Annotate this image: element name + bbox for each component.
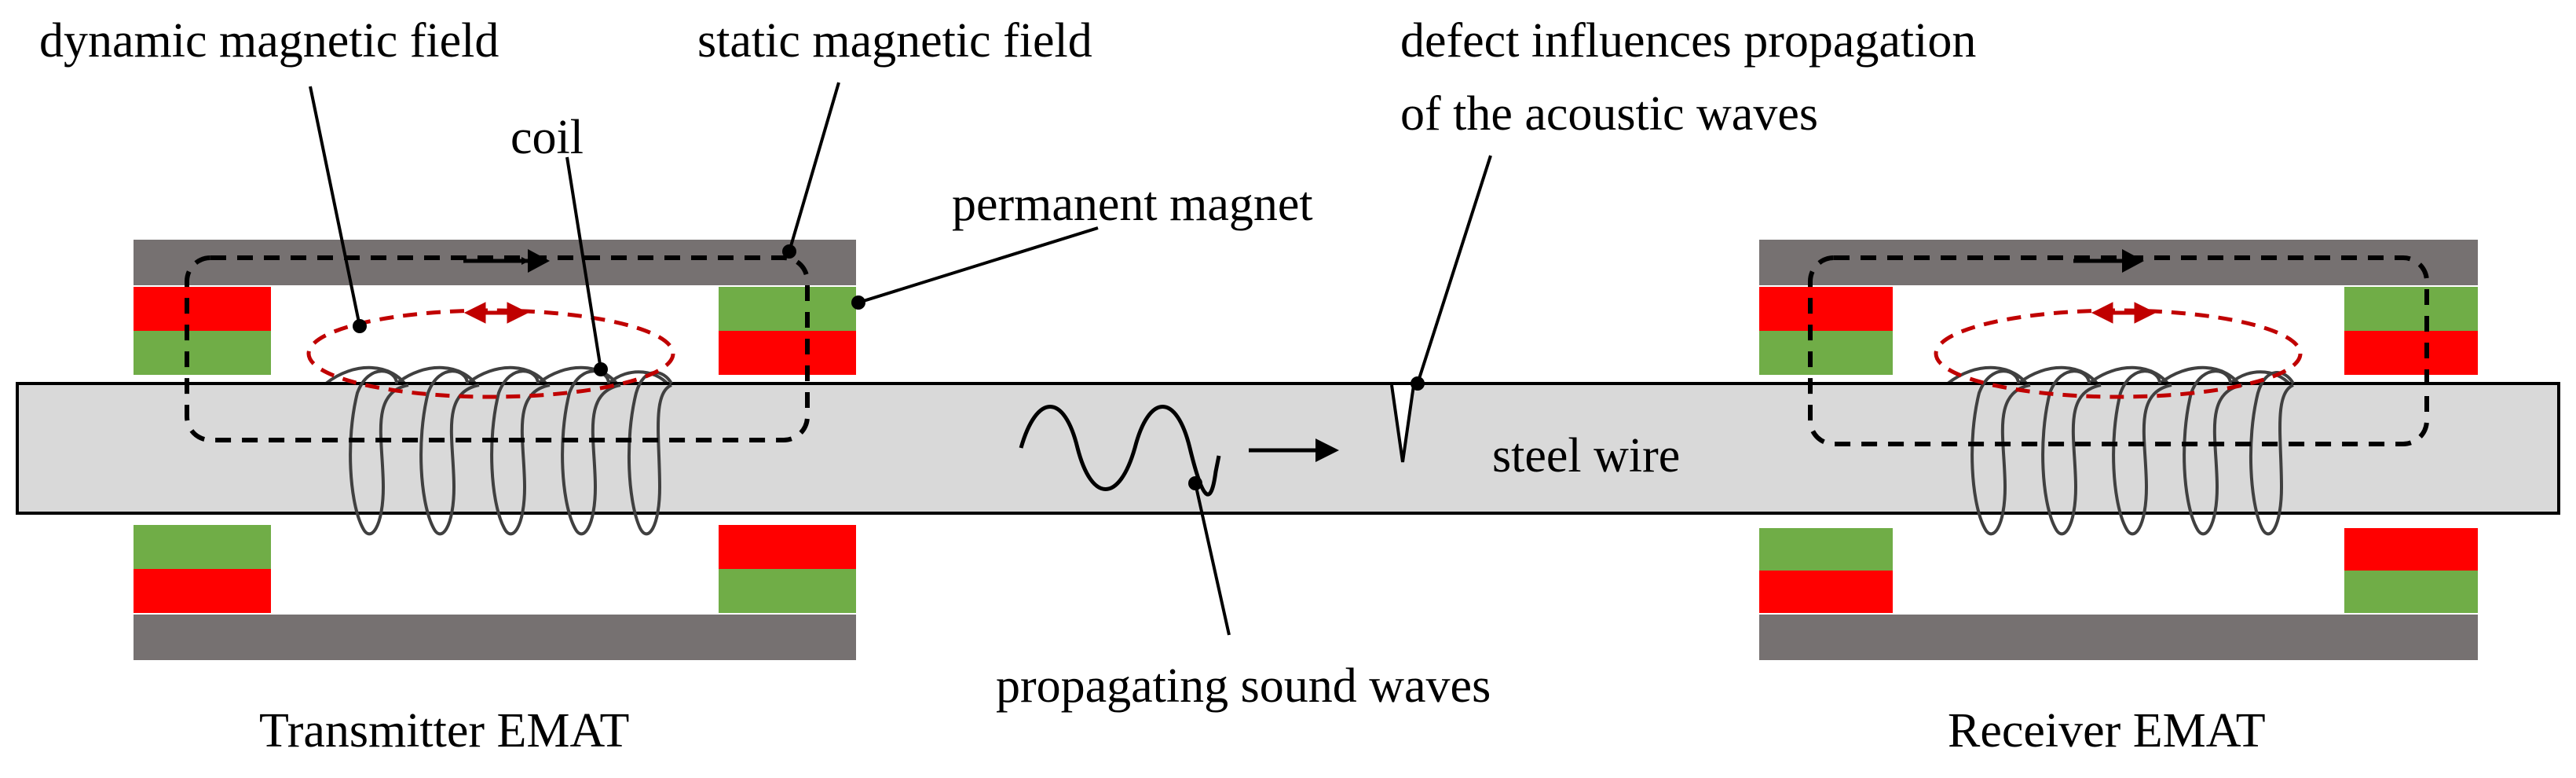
receiver-bottom-yoke bbox=[1759, 615, 2478, 660]
label-sound-waves: propagating sound waves bbox=[996, 659, 1491, 713]
label-coil: coil bbox=[510, 111, 584, 164]
leader-coil bbox=[565, 156, 602, 370]
transmitter-left-lower-magnet-green bbox=[134, 525, 271, 569]
transmitter-static-field-loop bbox=[185, 255, 810, 442]
receiver-left-lower-magnet-green bbox=[1759, 528, 1893, 571]
transmitter-bottom-yoke bbox=[134, 615, 856, 660]
receiver-left-lower-magnet-red bbox=[1759, 571, 1893, 613]
receiver-right-lower-magnet-red bbox=[2344, 528, 2478, 571]
transmitter-right-upper-magnet-green bbox=[719, 287, 856, 331]
label-transmitter: Transmitter EMAT bbox=[259, 704, 629, 758]
receiver-dynamic-field-double-arrow bbox=[2091, 302, 2157, 324]
label-defect-line1: defect influences propagation bbox=[1400, 14, 1976, 68]
transmitter-dynamic-field-ellipse bbox=[306, 308, 675, 399]
leader-static-field bbox=[788, 82, 840, 252]
receiver-static-field-arrowhead bbox=[2122, 249, 2144, 273]
label-dynamic-field: dynamic magnetic field bbox=[39, 14, 499, 68]
receiver-emat bbox=[1759, 240, 2478, 660]
transmitter-coil bbox=[349, 369, 673, 536]
transmitter-right-upper-magnet-red bbox=[719, 331, 856, 375]
label-permanent-magnet: permanent magnet bbox=[952, 178, 1313, 231]
receiver-left-upper-magnet-green bbox=[1759, 331, 1893, 375]
leader-permanent-magnet bbox=[858, 226, 1099, 304]
leader-dynamic-field bbox=[309, 86, 361, 327]
transmitter-static-field-arrowhead bbox=[528, 249, 550, 273]
transmitter-right-lower-magnet-green bbox=[719, 569, 856, 613]
receiver-right-upper-magnet-red bbox=[2344, 331, 2478, 375]
transmitter-left-lower-magnet-red bbox=[134, 569, 271, 613]
leader-lines bbox=[309, 82, 1492, 636]
label-steel-wire: steel wire bbox=[1492, 429, 1680, 483]
transmitter-dynamic-field-double-arrow bbox=[463, 302, 529, 324]
transmitter-emat bbox=[134, 240, 856, 660]
receiver-dynamic-field-ellipse bbox=[1934, 308, 2303, 399]
transmitter-left-upper-magnet-red bbox=[134, 287, 271, 331]
label-defect-line2: of the acoustic waves bbox=[1400, 87, 1818, 141]
defect-notch bbox=[1390, 384, 1415, 463]
receiver-right-upper-magnet-green bbox=[2344, 287, 2478, 331]
receiver-left-upper-magnet-red bbox=[1759, 287, 1893, 331]
leader-dots bbox=[353, 244, 1425, 490]
label-static-field: static magnetic field bbox=[697, 14, 1092, 68]
leader-defect bbox=[1416, 155, 1492, 384]
receiver-static-field-loop bbox=[1808, 255, 2429, 446]
transmitter-left-upper-magnet-green bbox=[134, 331, 271, 375]
receiver-right-lower-magnet-green bbox=[2344, 571, 2478, 613]
propagation-arrowhead bbox=[1315, 439, 1339, 462]
transmitter-right-lower-magnet-red bbox=[719, 525, 856, 569]
label-receiver: Receiver EMAT bbox=[1948, 704, 2266, 758]
leader-sound-waves bbox=[1194, 483, 1231, 636]
